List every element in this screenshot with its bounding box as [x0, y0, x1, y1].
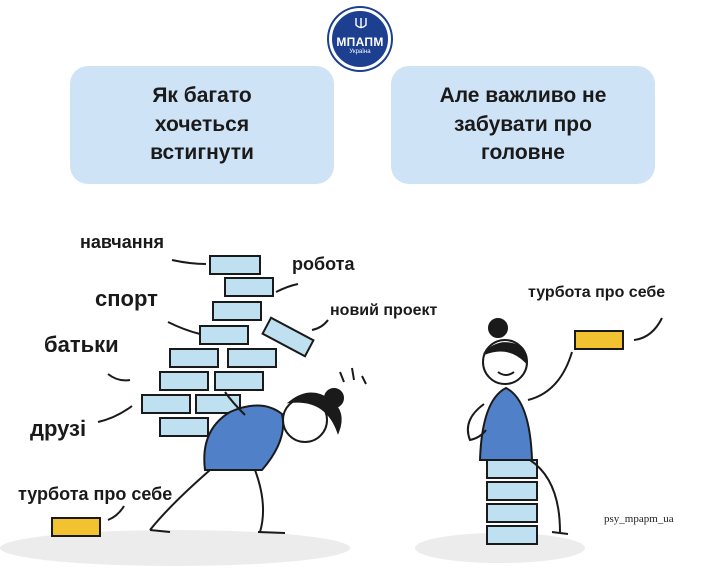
brick — [486, 481, 538, 501]
hair-bun — [488, 318, 508, 338]
leg-front — [149, 469, 211, 533]
mpapm-logo: МПАПМ Україна — [329, 8, 391, 70]
smile — [497, 371, 515, 376]
arm-raised — [527, 351, 573, 401]
label-friends: друзі — [30, 416, 87, 441]
hair — [483, 342, 528, 364]
watermark: psy_mpapm_ua — [604, 513, 674, 525]
brick — [224, 277, 274, 297]
label-parents: батьки — [44, 332, 119, 357]
brick — [159, 371, 209, 391]
legs — [529, 459, 569, 535]
brick — [195, 394, 241, 414]
brick — [159, 417, 209, 437]
ground-shadow-right — [415, 533, 585, 563]
brick — [486, 503, 538, 523]
brick — [169, 348, 219, 368]
brick-stack-right — [486, 459, 538, 545]
brick — [141, 394, 191, 414]
figure-overloaded — [149, 367, 367, 534]
brick — [212, 301, 262, 321]
brick — [486, 459, 538, 479]
speech-bubble-left: Як багато хочеться встигнути — [70, 66, 334, 184]
leg-back — [254, 469, 286, 534]
brick-stack-left — [141, 255, 315, 437]
arm — [224, 391, 246, 416]
self-care-brick-right — [574, 330, 624, 350]
shirt — [478, 386, 534, 461]
logo-country: Україна — [349, 49, 371, 55]
brick — [227, 348, 277, 368]
arm-hip — [466, 403, 487, 442]
label-self-care-right: турбота про себе — [528, 284, 666, 301]
brick — [214, 371, 264, 391]
label-sport: спорт — [95, 286, 158, 311]
hair-bun — [324, 388, 344, 408]
trident-icon — [355, 18, 367, 29]
self-care-brick-left — [51, 517, 101, 537]
brick — [209, 255, 261, 275]
label-self-care-left: турбота про себе — [18, 484, 173, 504]
label-work: робота — [292, 254, 355, 274]
brick — [199, 325, 249, 345]
stress-lines — [339, 367, 367, 385]
ground-shadow-left — [0, 530, 350, 566]
label-pointers — [97, 259, 663, 521]
brick — [261, 316, 315, 358]
speech-bubble-right: Але важливо не забувати про головне — [391, 66, 655, 184]
figure-balanced — [466, 318, 573, 535]
label-new-project: новий проект — [330, 302, 438, 319]
shirt — [203, 404, 285, 471]
brick — [486, 525, 538, 545]
label-study: навчання — [80, 232, 164, 252]
logo-name: МПАПМ — [336, 35, 384, 49]
